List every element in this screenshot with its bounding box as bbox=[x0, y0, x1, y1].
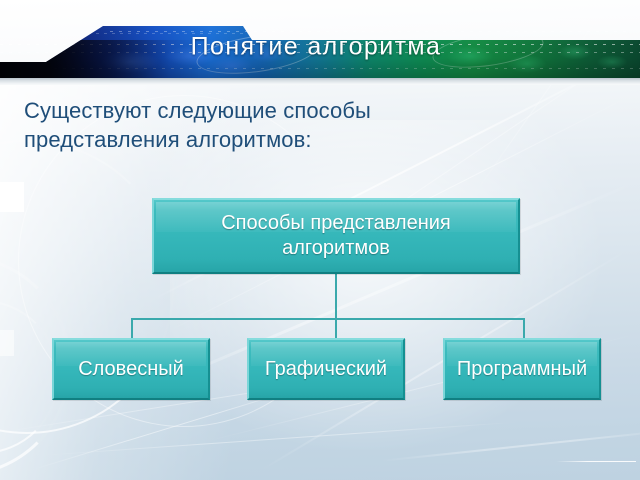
banner-dotted-line bbox=[0, 44, 640, 45]
connector-right-vertical bbox=[523, 318, 525, 338]
banner-dotted-line bbox=[0, 68, 640, 69]
banner-dotted-line bbox=[110, 31, 630, 32]
diagram-node-graphical-label: Графический bbox=[264, 357, 388, 380]
background-arc-icon bbox=[18, 95, 350, 427]
background-decoration-block bbox=[0, 182, 24, 212]
background-decoration-block bbox=[0, 330, 14, 356]
diagram-node-root-label: Способы представления алгоритмов bbox=[221, 212, 451, 259]
banner-underline bbox=[0, 78, 640, 85]
banner-dotted-line bbox=[0, 52, 640, 53]
diagram-node-programmatic[interactable]: Программный bbox=[443, 338, 601, 400]
diagram-node-programmatic-label: Программный bbox=[456, 357, 588, 380]
diagram-node-graphical[interactable]: Графический bbox=[247, 338, 405, 400]
page-title: Понятие алгоритма bbox=[190, 32, 442, 61]
diagram-node-root[interactable]: Способы представления алгоритмов bbox=[152, 198, 520, 274]
connector-root-vertical bbox=[335, 274, 337, 338]
title-banner: Понятие алгоритма bbox=[0, 0, 640, 86]
diagram-node-verbal-label: Словесный bbox=[78, 357, 184, 380]
connector-left-vertical bbox=[131, 318, 133, 338]
body-paragraph: Существуют следующие способы представлен… bbox=[24, 98, 371, 152]
diagram-node-verbal[interactable]: Словесный bbox=[52, 338, 210, 400]
connector-horizontal-bar bbox=[131, 318, 525, 320]
bottom-accent-line bbox=[556, 461, 636, 462]
